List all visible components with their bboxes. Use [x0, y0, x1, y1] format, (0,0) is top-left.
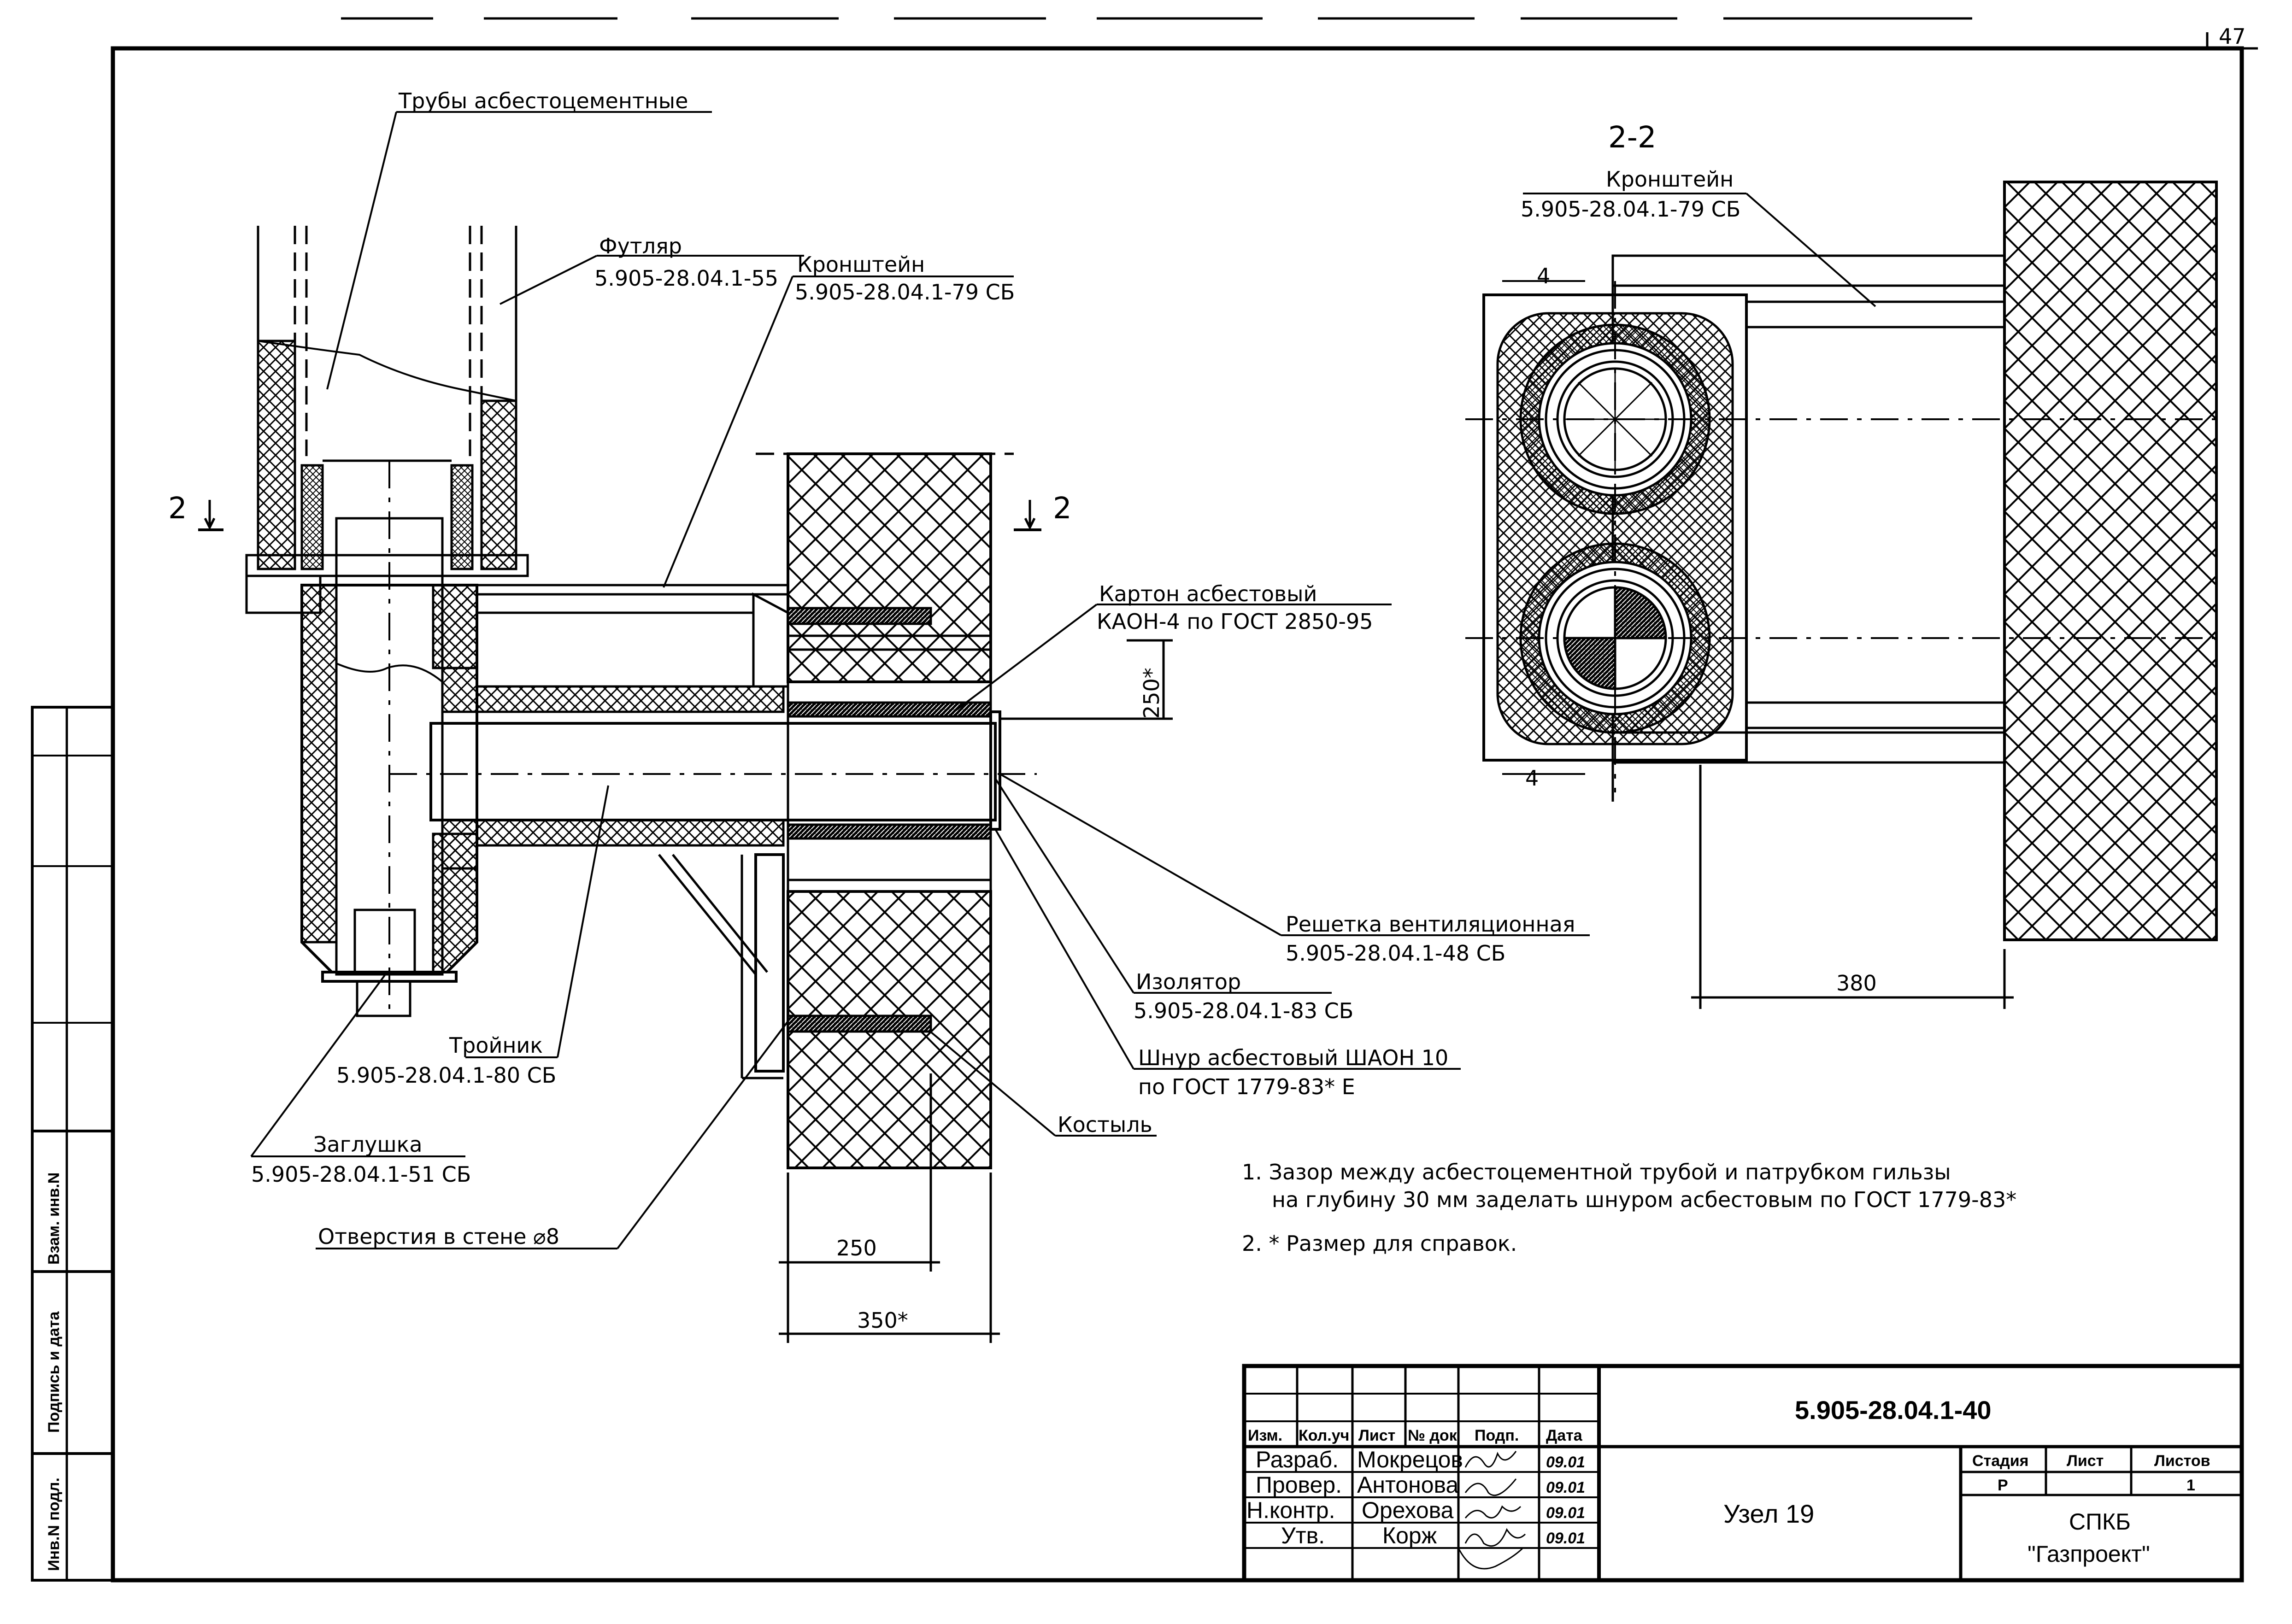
branch-insulation-bottom [441, 819, 785, 870]
section-mark-right: 2 [1053, 492, 1072, 526]
label-insulator-code: 5.905-28.04.1-83 СБ [1134, 998, 1353, 1023]
label-cardboard-code: КАОН-4 по ГОСТ 2850-95 [1097, 609, 1373, 634]
sheets-value: 1 [2186, 1477, 2195, 1494]
note-2: 2. * Размер для справок. [1242, 1231, 1517, 1256]
title-block-text: 5.905-28.04.1-40 Узел 19 СПКБ "Газпроект… [1246, 1395, 2210, 1567]
section-view-labels: 2-2 Кронштейн 5.905-28.04.1-79 СБ 4 4 38… [1521, 121, 1877, 996]
doc-title: Узел 19 [1723, 1499, 1814, 1528]
row-name-4: Корж [1382, 1523, 1437, 1548]
label-plug: Заглушка [313, 1132, 423, 1157]
label-grille: Решетка вентиляционная [1286, 912, 1575, 937]
org-line-2: "Газпроект" [2028, 1541, 2150, 1567]
header-kol: Кол.уч [1299, 1427, 1349, 1444]
notes: 1. Зазор между асбестоцементной трубой и… [1242, 1160, 2016, 1256]
branch-pipe [429, 722, 997, 821]
label-casing: Футляр [599, 234, 682, 258]
branch-insulation-top [441, 584, 785, 713]
cord-strip-bottom [787, 1014, 932, 1033]
stamp-inventory: Инв.N подл. [45, 1477, 63, 1571]
cord-strip-top [787, 607, 932, 625]
label-casing-code: 5.905-28.04.1-55 [594, 266, 778, 291]
row-name-3: Орехова [1362, 1497, 1454, 1523]
bracket-support [658, 854, 768, 975]
main-view-labels: Трубы асбестоцементные Футляр 5.905-28.0… [168, 88, 1575, 1333]
label-plug-code: 5.905-28.04.1-51 СБ [251, 1162, 471, 1187]
label-cardboard: Картон асбестовый [1099, 581, 1317, 606]
row-role-2: Провер. [1256, 1472, 1342, 1498]
row-name-1: Мокрецов [1357, 1447, 1463, 1472]
wall-upper [787, 452, 992, 683]
title-block [1242, 1364, 2244, 1583]
section-mark-top: 4 [1537, 264, 1550, 288]
row-date-2: 09.01 [1546, 1479, 1585, 1496]
section-title: 2-2 [1608, 121, 1657, 155]
page-number: 47 [2219, 24, 2246, 49]
label-cord-code: по ГОСТ 1779-83* Е [1138, 1074, 1355, 1099]
label-grille-code: 5.905-28.04.1-48 СБ [1286, 941, 1505, 966]
section-mark-left: 2 [168, 492, 187, 526]
stage-header: Стадия [1972, 1452, 2028, 1470]
casing-insulation-right [480, 399, 517, 570]
row-name-2: Антонова [1357, 1472, 1459, 1498]
casing-flange [245, 554, 529, 577]
section-view [1465, 181, 2221, 1009]
sheets-header: Листов [2154, 1452, 2210, 1470]
label-tee-code: 5.905-28.04.1-80 СБ [336, 1063, 556, 1088]
section-wall [2003, 181, 2218, 941]
row-role-1: Разраб. [1256, 1447, 1339, 1472]
casing-insulation-left [257, 340, 296, 570]
side-stamp: Взам. инв.N Подпись и дата Инв.N подл. [31, 706, 114, 1582]
header-doc: № док [1408, 1427, 1457, 1444]
header-list: Лист [1358, 1427, 1395, 1444]
section-bracket: Кронштейн [1606, 167, 1734, 192]
row-date-4: 09.01 [1546, 1530, 1585, 1547]
dim-250: 250 [836, 1236, 877, 1261]
dim-350: 350* [857, 1308, 908, 1333]
section-mark-bottom: 4 [1525, 766, 1539, 791]
label-insulator: Изолятор [1136, 969, 1241, 994]
sheet-header: Лист [2067, 1452, 2104, 1470]
header-date: Дата [1546, 1427, 1583, 1444]
row-date-1: 09.01 [1546, 1454, 1585, 1471]
label-bracket-code: 5.905-28.04.1-79 СБ [795, 280, 1015, 305]
label-tee: Тройник [449, 1033, 543, 1058]
label-holes: Отверстия в стене ⌀8 [318, 1224, 559, 1249]
stage-value: Р [1998, 1477, 2008, 1494]
header-sign: Подп. [1475, 1427, 1519, 1444]
org-line-1: СПКБ [2069, 1509, 2131, 1535]
doc-code: 5.905-28.04.1-40 [1795, 1395, 1992, 1425]
note-1: 1. Зазор между асбестоцементной трубой и… [1242, 1160, 1951, 1184]
dim-250-vertical: 250* [1139, 668, 1164, 719]
note-1-cont: на глубину 30 мм заделать шнуром асбесто… [1272, 1187, 2016, 1212]
row-role-3: Н.контр. [1246, 1497, 1335, 1523]
label-bracket: Кронштейн [797, 252, 925, 277]
header-izm: Изм. [1248, 1427, 1282, 1444]
main-view [198, 111, 1590, 1343]
section-bracket-code: 5.905-28.04.1-79 СБ [1521, 197, 1740, 222]
label-pipes: Трубы асбестоцементные [398, 88, 688, 113]
row-date-3: 09.01 [1546, 1504, 1585, 1522]
stamp-replace: Взам. инв.N [45, 1173, 63, 1265]
dim-380: 380 [1836, 971, 1877, 996]
label-cord: Шнур асбестовый ШАОН 10 [1138, 1045, 1448, 1070]
row-role-4: Утв. [1281, 1523, 1325, 1548]
stamp-signature: Подпись и дата [45, 1311, 63, 1433]
label-crutch: Костыль [1058, 1112, 1152, 1137]
